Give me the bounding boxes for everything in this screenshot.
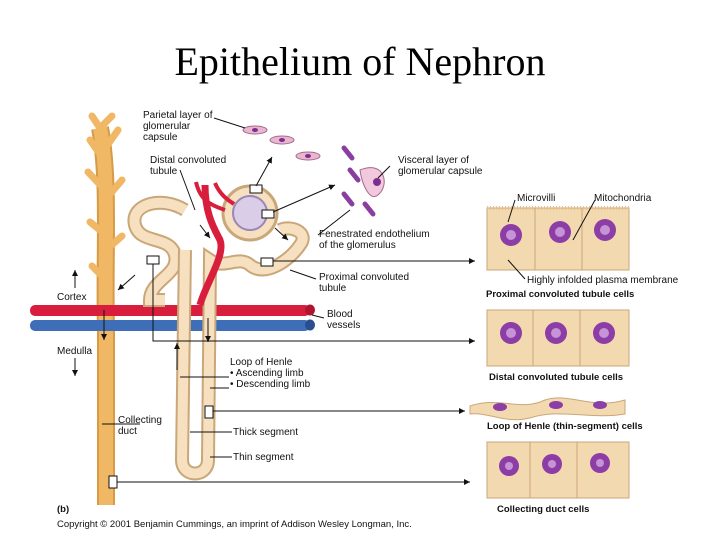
svg-text:(b): (b)	[57, 504, 69, 515]
loop-cells-panel	[469, 397, 626, 421]
copyright: Copyright © 2001 Benjamin Cummings, an i…	[57, 519, 412, 530]
collecting-cells-panel	[486, 441, 630, 499]
arterioles	[194, 181, 236, 306]
svg-text:Distal convoluted tubule cells: Distal convoluted tubule cells	[489, 372, 623, 383]
svg-text:Loop of Henle• Ascending limb•: Loop of Henle• Ascending limb• Descendin…	[230, 357, 311, 390]
distal-cells-panel	[486, 309, 630, 367]
svg-text:Highly infolded plasma membran: Highly infolded plasma membrane	[527, 275, 679, 286]
svg-text:Medulla: Medulla	[57, 346, 92, 357]
svg-text:Proximal convoluted tubule cel: Proximal convoluted tubule cells	[486, 289, 634, 300]
sample-boxes	[108, 184, 275, 489]
capsule-detail	[242, 125, 385, 217]
pointer-lines	[72, 117, 475, 485]
svg-text:Loop of Henle (thin-segment) c: Loop of Henle (thin-segment) cells	[487, 421, 643, 432]
cell-pointer-lines	[507, 199, 596, 280]
svg-text:Microvilli: Microvilli	[517, 193, 555, 204]
blood-vessels	[30, 304, 315, 331]
nephron-tubule	[127, 184, 310, 481]
svg-text:Collecting duct cells: Collecting duct cells	[497, 504, 589, 515]
svg-text:Thin segment: Thin segment	[233, 452, 294, 463]
slide-title: Epithelium of Nephron	[174, 39, 546, 84]
proximal-cells-panel	[486, 206, 630, 271]
svg-text:Cortex: Cortex	[57, 292, 86, 303]
svg-text:Thick segment: Thick segment	[233, 427, 298, 438]
svg-text:Mitochondria: Mitochondria	[594, 193, 652, 204]
